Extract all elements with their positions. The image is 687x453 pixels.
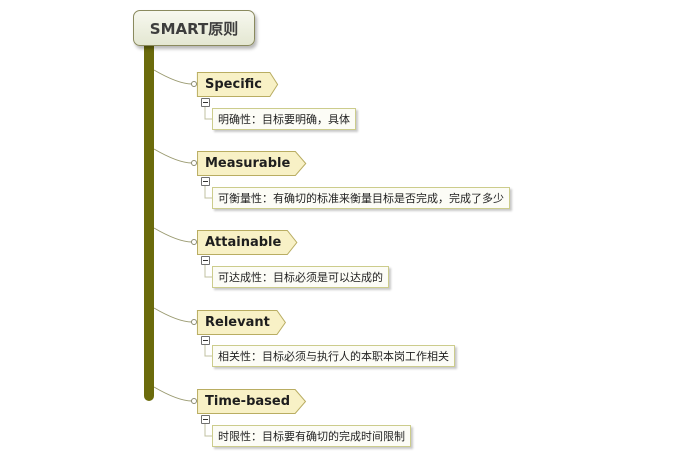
desc-connector-relevant (204, 344, 212, 357)
minus-icon (203, 260, 208, 261)
joint-specific (191, 81, 197, 87)
branch-shape (197, 230, 297, 255)
branch-node-measurable[interactable]: Measurable (197, 151, 306, 176)
branch-label-measurable: Measurable (205, 156, 291, 171)
joint-attainable (191, 239, 197, 245)
minus-icon (203, 419, 208, 420)
connector-time-based (153, 386, 193, 402)
connector-specific (153, 69, 193, 85)
description-measurable: 可衡量性：有确切的标准来衡量目标是否完成，完成了多少 (212, 187, 510, 209)
description-relevant: 相关性：目标必须与执行人的本职本岗工作相关 (212, 345, 455, 367)
branch-shape (197, 310, 286, 335)
desc-connector-attainable (204, 264, 212, 278)
minus-icon (203, 181, 208, 182)
trunk-line (144, 46, 154, 401)
description-specific: 明确性：目标要明确，具体 (212, 108, 356, 130)
description-attainable: 可达成性：目标必须是可以达成的 (212, 266, 389, 288)
desc-connector-time-based (204, 423, 212, 437)
joint-relevant (191, 319, 197, 325)
branch-label-specific: Specific (205, 77, 262, 92)
connector-measurable (153, 148, 193, 164)
branch-node-time-based[interactable]: Time-based (197, 389, 306, 414)
joint-time-based (191, 398, 197, 404)
desc-connector-specific (204, 106, 212, 120)
description-time-based: 时限性：目标要有确切的完成时间限制 (212, 425, 411, 447)
collapse-toggle-time-based[interactable] (201, 415, 210, 424)
collapse-toggle-attainable[interactable] (201, 256, 210, 265)
description-text-measurable: 可衡量性：有确切的标准来衡量目标是否完成，完成了多少 (218, 192, 504, 205)
collapse-toggle-measurable[interactable] (201, 177, 210, 186)
joint-measurable (191, 160, 197, 166)
branch-label-relevant: Relevant (205, 315, 270, 330)
collapse-toggle-relevant[interactable] (201, 336, 210, 345)
description-text-time-based: 时限性：目标要有确切的完成时间限制 (218, 430, 405, 443)
root-label: SMART原则 (149, 19, 239, 38)
branch-node-attainable[interactable]: Attainable (197, 230, 297, 255)
desc-connector-measurable (204, 185, 212, 199)
root-node[interactable]: SMART原则 (133, 10, 255, 46)
description-text-specific: 明确性：目标要明确，具体 (218, 113, 350, 126)
collapse-toggle-specific[interactable] (201, 98, 210, 107)
connector-attainable (153, 227, 193, 243)
minus-icon (203, 102, 208, 103)
description-text-relevant: 相关性：目标必须与执行人的本职本岗工作相关 (218, 350, 449, 363)
branch-label-attainable: Attainable (205, 235, 282, 250)
minus-icon (203, 340, 208, 341)
branch-node-specific[interactable]: Specific (197, 72, 278, 97)
branch-label-time-based: Time-based (205, 394, 291, 409)
branch-shape (197, 72, 278, 97)
connector-relevant (153, 307, 193, 323)
branch-node-relevant[interactable]: Relevant (197, 310, 286, 335)
description-text-attainable: 可达成性：目标必须是可以达成的 (218, 271, 383, 284)
branch-shape (197, 151, 306, 176)
branch-shape (197, 389, 306, 414)
